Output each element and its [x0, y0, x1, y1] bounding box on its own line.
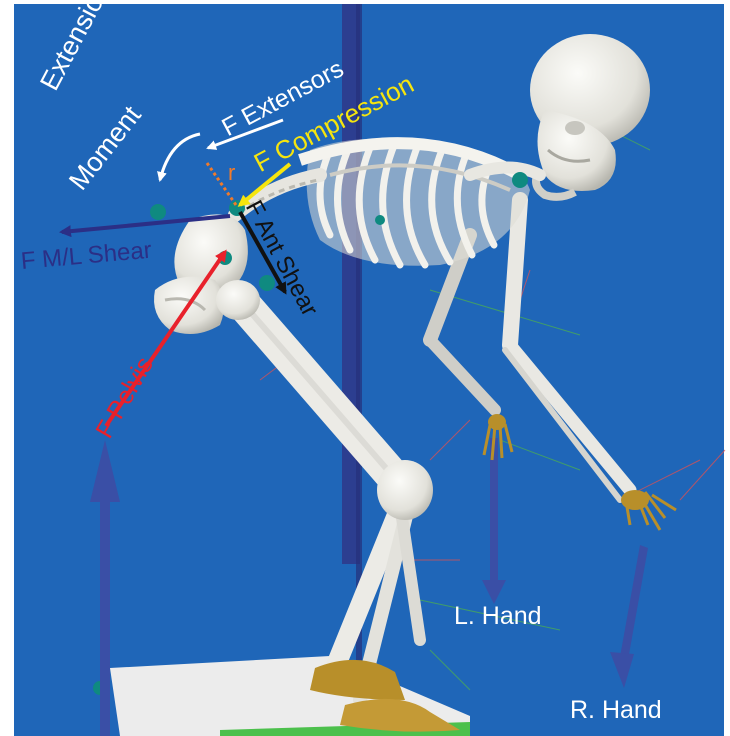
left-hand-label: L. Hand	[454, 604, 542, 629]
femur-head	[216, 280, 260, 320]
right-hand-bones	[621, 490, 649, 510]
left-hand-bones	[488, 414, 506, 430]
knee	[377, 460, 433, 520]
rib-cage	[300, 139, 530, 266]
moment-arm-r-label: r	[228, 162, 235, 184]
right-hand-label: R. Hand	[570, 698, 662, 723]
